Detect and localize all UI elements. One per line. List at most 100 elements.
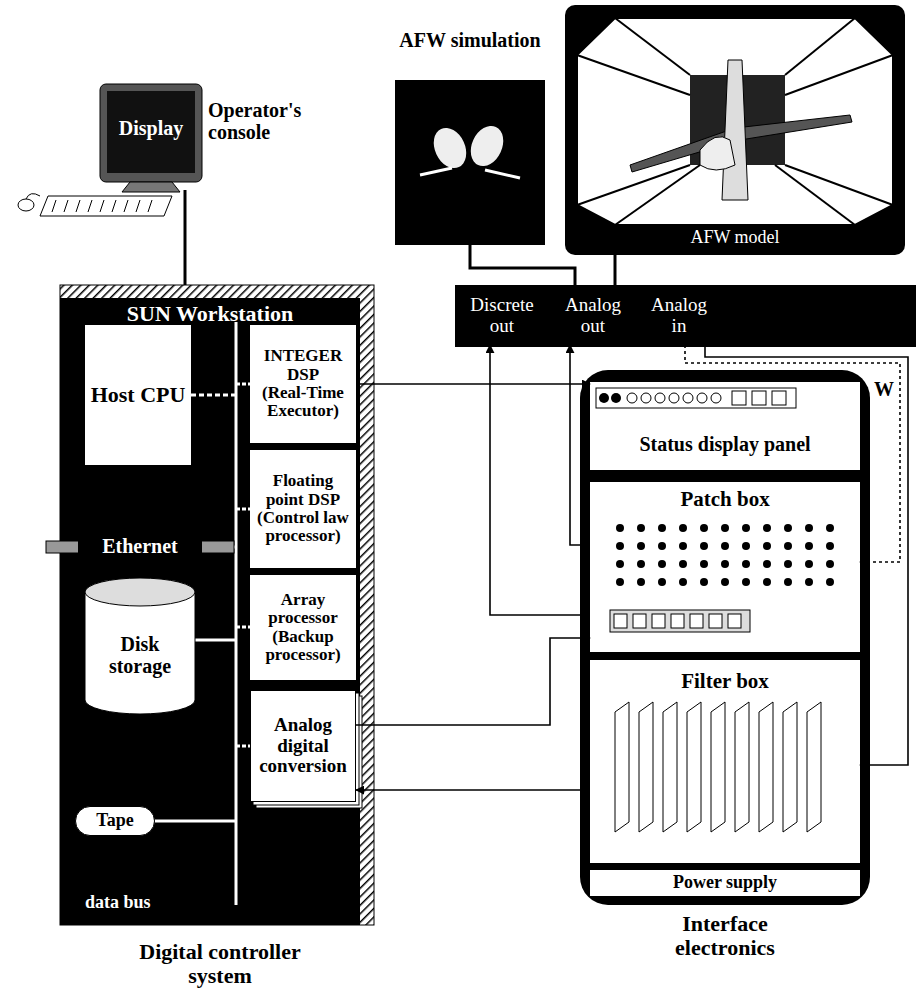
filter-card [783,702,797,832]
patch-jack [784,560,792,568]
node-text: Host CPU [91,383,186,407]
filter-card [639,702,653,832]
model-photo: AFW model [565,5,905,255]
patch-jack [742,542,750,550]
patch-jack [763,578,771,586]
connector-pin [633,614,646,628]
patch-jack [658,524,666,532]
patch-jack [637,578,645,586]
node-text: Array processor [253,591,353,628]
switch [772,391,786,405]
patch-jack [763,560,771,568]
node-text: Analog in [643,295,715,336]
bus-tap [236,626,250,629]
patch-jack [679,560,687,568]
workstation-housing [60,285,374,925]
simulation-stroke [420,168,452,175]
patch-jack [784,542,792,550]
patch-jack [805,542,813,550]
key-stroke [148,200,152,212]
tunnel-walls [577,18,893,225]
bus-tap [195,639,236,642]
filter-card [711,702,725,832]
patch-jack [826,542,834,550]
node-text: Digital controller system [110,940,330,988]
patch-jack [616,524,624,532]
keyboard [40,196,172,216]
key-stroke [112,200,116,212]
node-text: SUN Workstation [70,302,350,326]
node-text: Patch box [590,488,860,511]
filter-card [615,702,629,832]
data-bus-line [235,322,238,905]
node-text: Ethernet [102,536,178,558]
tape-drive: Tape [75,806,155,836]
repeated-parts [599,391,834,832]
simulation-display: AFW simulation [395,30,545,245]
key-stroke [100,200,104,212]
connector-pin [671,614,684,628]
node-text: AFW model [565,228,905,247]
filter-card [759,702,773,832]
processor-box: Array processor(Backup processor) [250,575,356,680]
patch-jack [637,524,645,532]
connector-strip [610,610,750,632]
bus-label: data bus [85,893,205,913]
cable [184,190,187,285]
patch-jack [679,578,687,586]
bus-tap [155,820,236,823]
indicator-lamp [627,393,637,403]
patch-jack [679,524,687,532]
tunnel-edge [785,55,893,95]
node-text: Operator's console [208,100,320,143]
patch-jack [826,578,834,586]
tunnel-edge [577,55,690,95]
signal-line [356,383,590,385]
patch-jack [784,578,792,586]
indicator-lamp [655,393,665,403]
node-text: (Backup processor) [253,628,353,665]
patch-jack [700,578,708,586]
simulation-stroke [485,170,520,178]
processor-box: Floating point DSP(Control law processor… [250,450,356,568]
mouse [18,199,34,211]
patch-jack [616,578,624,586]
io-port: Discrete out [458,287,546,345]
simulation-screen [395,80,545,245]
patch-jack [742,578,750,586]
interface-bar [455,285,916,347]
filter-box: Filter box [590,660,860,863]
patch-jack [616,542,624,550]
signal-line [356,638,590,725]
key-stroke [88,200,92,212]
io-port: Analog out [550,287,636,345]
key-stroke [64,200,68,212]
patch-jack [763,542,771,550]
tunnel-frame [565,5,905,255]
disk-cylinder [85,592,195,714]
connector-pin [709,614,722,628]
filter-card [735,702,749,832]
patch-jack [742,560,750,568]
patch-jack [742,524,750,532]
monitor-screen [107,91,195,173]
signal-line [570,345,590,545]
filter-card [807,702,821,832]
patch-jack [637,542,645,550]
key-stroke [136,200,140,212]
patch-jack [721,542,729,550]
switch [752,391,766,405]
node-text: Status display panel [590,434,860,456]
node-text: Analog out [553,295,633,336]
power-supply-face [590,870,860,896]
patch-jack [658,542,666,550]
key-stroke [124,200,128,212]
node-text: Power supply [673,873,777,892]
node-text: AFW simulation [395,30,545,52]
tunnel-section [577,18,893,225]
signal-line [490,345,590,615]
cable [614,255,617,287]
patch-jack [637,560,645,568]
